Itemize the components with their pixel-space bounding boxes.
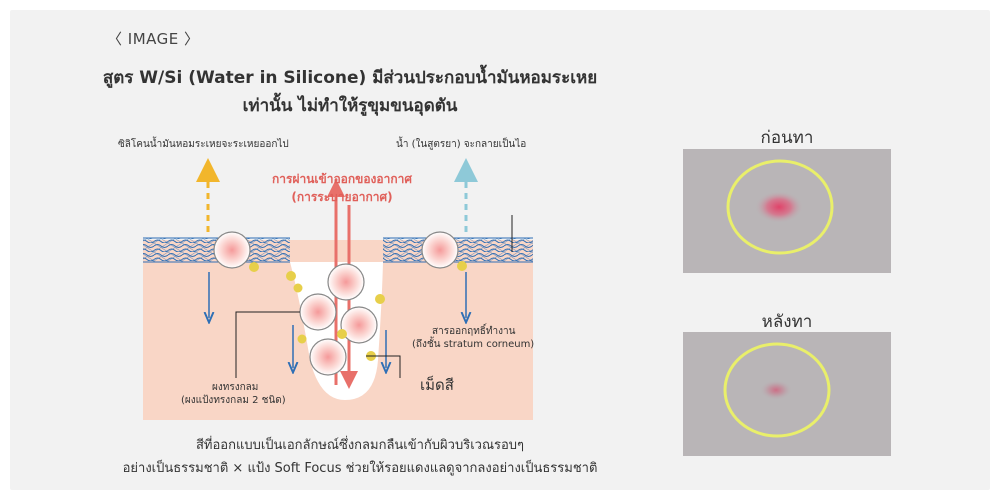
label-pigment: เม็ดสี: [420, 376, 454, 394]
after-title: หลังทา: [761, 312, 813, 332]
after-photo: [683, 332, 891, 456]
caption-line-1: สีที่ออกแบบเป็นเอกลักษณ์ซึ่งกลมกลืนเข้าก…: [195, 438, 525, 453]
label-active-line-2: (ถึงชั้น stratum corneum): [412, 339, 535, 350]
label-active-line-1: สารออกฤทธิ์ทำงาน: [432, 326, 516, 337]
pigment-dots: [249, 261, 467, 361]
before-title: ก่อนทา: [760, 128, 814, 148]
headline-line-1: สูตร W/Si (Water in Silicone) มีส่วนประก…: [102, 68, 598, 88]
label-air-line-1: การผ่านเข้าออกของอากาศ: [272, 172, 412, 186]
caption-line-2: อย่างเป็นธรรมชาติ × แป้ง Soft Focus ช่วย…: [122, 461, 598, 476]
before-photo: [683, 149, 891, 273]
headline-line-2: เท่านั้น ไม่ทำให้รูขุมขนอุดตัน: [242, 96, 458, 116]
label-air-line-2: (การระบายอากาศ): [291, 190, 393, 204]
label-powder-line-2: (ผงแป้งทรงกลม 2 ชนิด): [181, 395, 286, 406]
section-label: 〈 IMAGE 〉: [107, 30, 200, 48]
label-water-vapor: น้ำ (ในสูตรยา) จะกลายเป็นไอ: [396, 139, 527, 150]
label-powder-line-1: ผงทรงกลม: [212, 382, 259, 393]
label-silicone-evaporates: ซิลิโคนน้ำมันหอมระเหยจะระเหยออกไป: [118, 139, 289, 150]
